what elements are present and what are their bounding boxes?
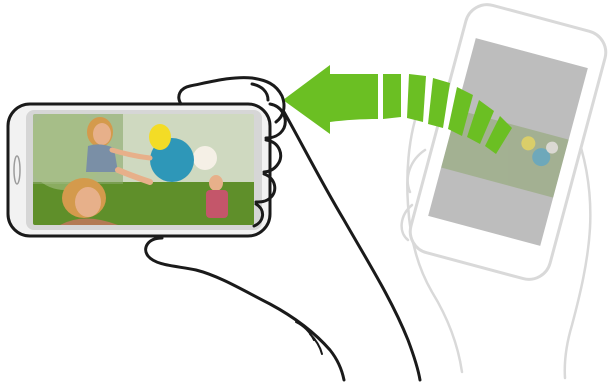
landscape-phone [8, 104, 270, 236]
balloon-white [193, 146, 217, 170]
hand-wrist [284, 112, 420, 380]
hand-lower-pad [146, 238, 344, 380]
phone-screen-photo [25, 110, 254, 225]
balloon-yellow [149, 124, 171, 150]
ghost-portrait-phone [402, 0, 608, 378]
arrow-head [283, 65, 378, 134]
